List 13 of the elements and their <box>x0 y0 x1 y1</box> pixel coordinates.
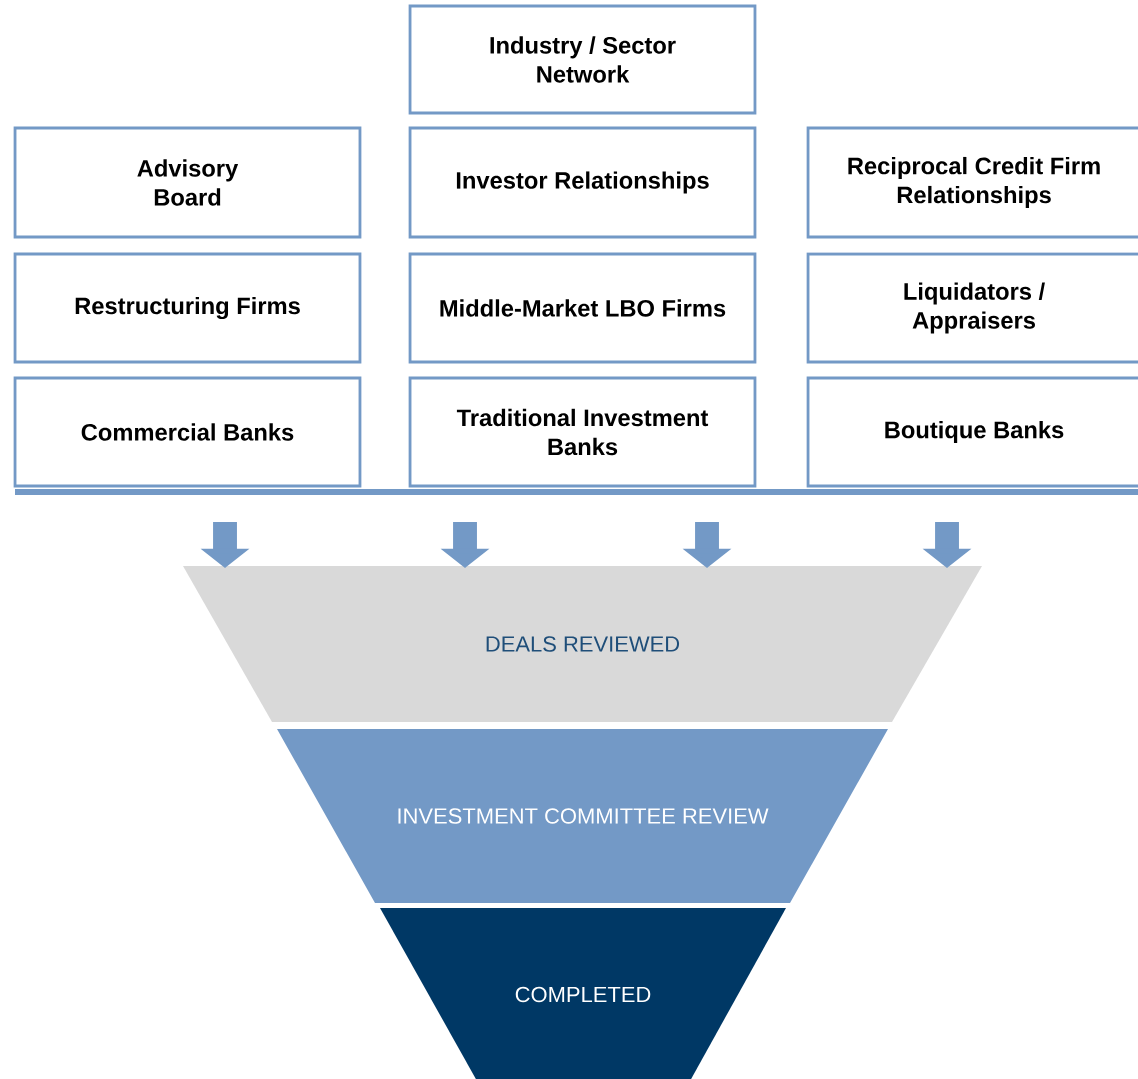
source-box: Reciprocal Credit Firm Relationships <box>806 126 1138 239</box>
source-box: Boutique Banks <box>806 376 1138 488</box>
source-box: Restructuring Firms <box>13 252 362 364</box>
funnel-band: INVESTMENT COMMITTEE REVIEW <box>277 729 888 903</box>
source-box: Liquidators / Appraisers <box>806 252 1138 364</box>
source-box: Middle-Market LBO Firms <box>408 252 757 364</box>
source-box: Industry / Sector Network <box>408 4 757 115</box>
source-box: Commercial Banks <box>13 376 362 488</box>
source-box: Advisory Board <box>13 126 362 239</box>
funnel-band: DEALS REVIEWED <box>183 566 982 722</box>
funnel-band: COMPLETED <box>380 908 786 1079</box>
source-box: Investor Relationships <box>408 126 757 239</box>
source-box: Traditional Investment Banks <box>408 376 757 488</box>
